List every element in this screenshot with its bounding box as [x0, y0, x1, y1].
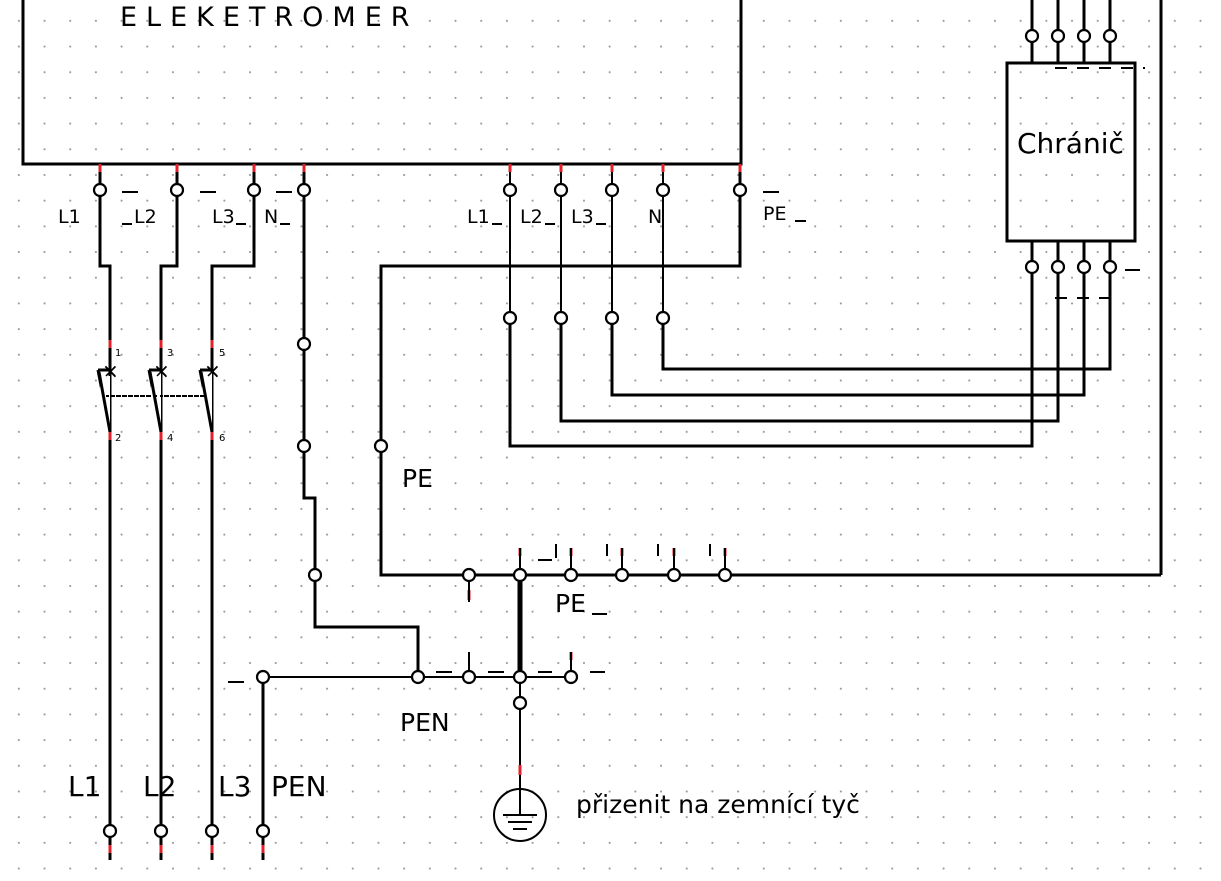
- meter-right-label-l2: L2: [520, 206, 543, 228]
- meter-title: ELEKETROMER: [120, 2, 419, 33]
- meter-right-label-n: N: [648, 206, 662, 228]
- meter-right-label-pe: PE: [763, 203, 786, 225]
- breaker-pin-1: 1: [115, 348, 121, 359]
- meter-left-label-n: N: [264, 206, 278, 228]
- breaker-pin-4: 4: [167, 433, 173, 444]
- bottom-label-l3: L3: [218, 770, 251, 803]
- rcd-label: Chránič: [1017, 127, 1124, 160]
- ground-symbol-icon: [493, 788, 547, 842]
- electricity-meter-box: [21, 0, 743, 166]
- breaker-pin-2: 2: [115, 433, 121, 444]
- pen-bar-label: PEN: [400, 708, 450, 737]
- ground-note: přizenit na zemnící tyč: [576, 790, 860, 819]
- meter-left-label-l1: L1: [58, 206, 81, 228]
- pe-bar-label: PE: [555, 589, 586, 618]
- bar-stubs: [122, 191, 779, 683]
- meter-left-label-l3: L3: [212, 206, 235, 228]
- breaker-cross-1: ×: [103, 361, 118, 382]
- rcd-box: [1005, 61, 1137, 243]
- breaker-cross-2: ×: [154, 361, 169, 382]
- breaker-pin-5: 5: [219, 348, 225, 359]
- phase-wires: [98, 164, 256, 860]
- bottom-label-l1: L1: [68, 770, 101, 803]
- pe-label: PE: [402, 464, 433, 493]
- breaker-pin-6: 6: [219, 433, 225, 444]
- meter-right-label-l1: L1: [467, 206, 490, 228]
- rcd-output-wires: [508, 241, 1112, 448]
- breaker-pin-3: 3: [167, 348, 173, 359]
- rcd-top-feeds: [1030, 0, 1112, 63]
- breaker-cross-3: ×: [205, 361, 220, 382]
- bottom-label-pen: PEN: [271, 770, 327, 803]
- bottom-label-l2: L2: [143, 770, 176, 803]
- meter-right-label-l3: L3: [571, 206, 594, 228]
- meter-left-label-l2: L2: [134, 206, 157, 228]
- terminals: [92, 28, 1118, 839]
- neutral-wire: [302, 164, 420, 677]
